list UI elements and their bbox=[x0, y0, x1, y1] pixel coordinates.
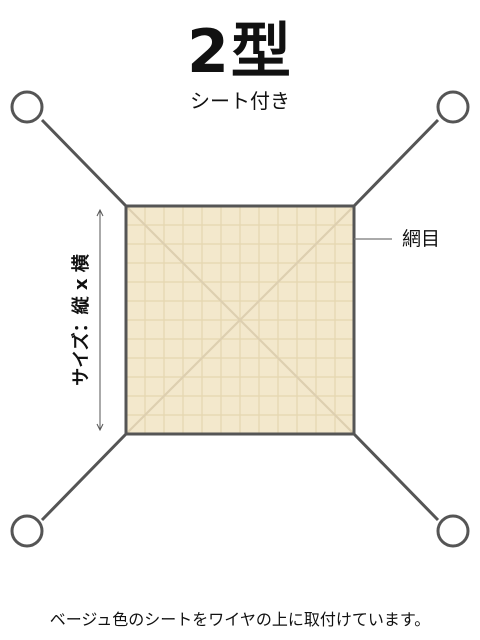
diagonal-2 bbox=[125, 205, 355, 435]
caption: ベージュ色のシートをワイヤの上に取付けています。 bbox=[49, 610, 431, 629]
loop-top-left bbox=[10, 90, 44, 124]
loop-bottom-right bbox=[436, 514, 470, 548]
size-label: サイズ：縦 x 横 bbox=[71, 254, 92, 386]
loop-top-right bbox=[436, 90, 470, 124]
wire-bottom-right bbox=[352, 432, 440, 522]
wire-bottom-left bbox=[40, 432, 128, 522]
loop-bottom-left bbox=[10, 514, 44, 548]
mesh-label: 網目 bbox=[402, 228, 441, 250]
net-frame bbox=[124, 204, 356, 436]
type-subtitle: シート付き bbox=[190, 89, 290, 113]
type-title: 2型 bbox=[187, 17, 293, 87]
size-dimension-arrow bbox=[96, 208, 104, 432]
wire-top-left bbox=[40, 118, 128, 208]
wire-top-right bbox=[352, 118, 440, 208]
